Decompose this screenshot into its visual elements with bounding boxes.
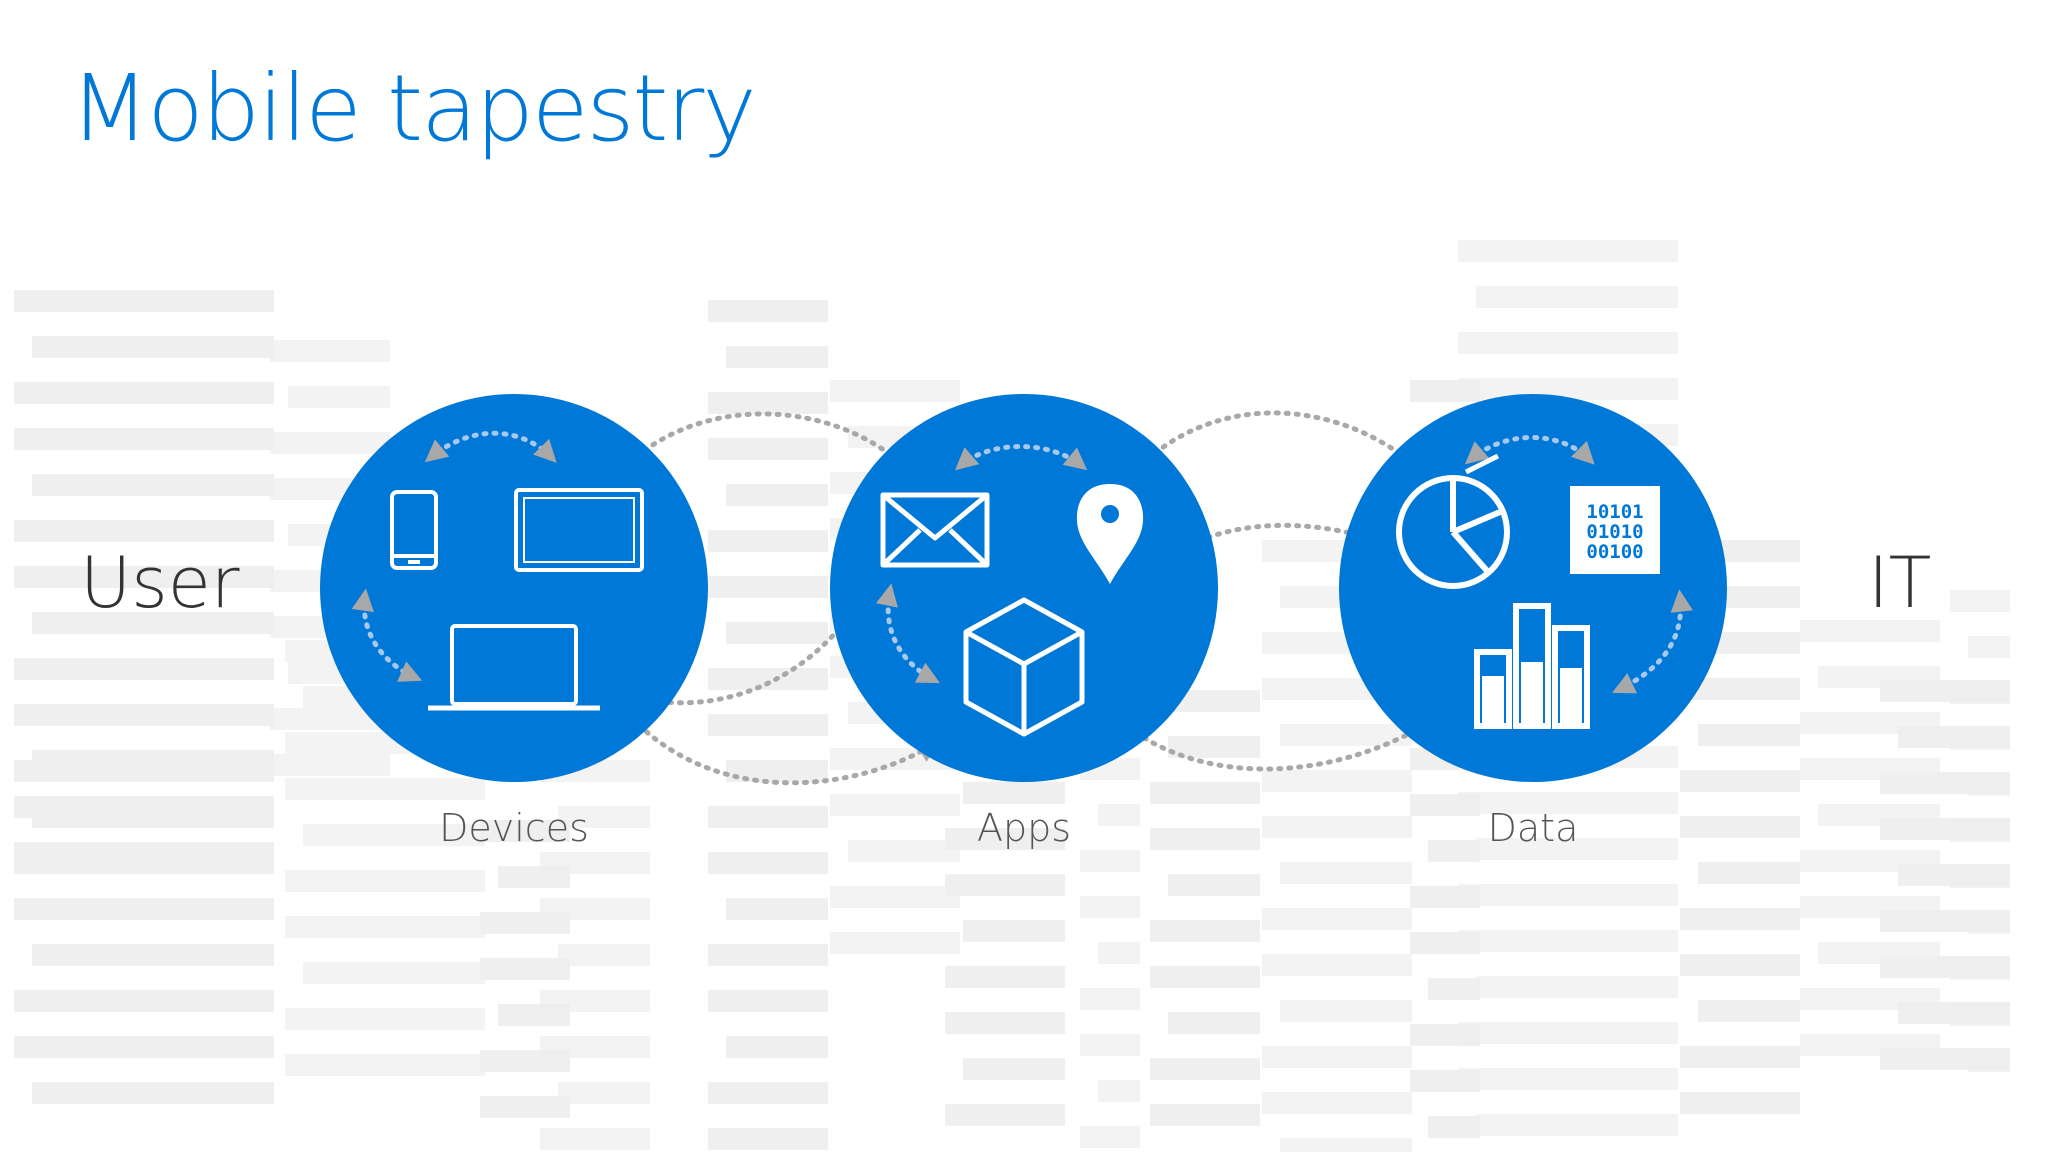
devices-apps-bottom-arrow (632, 718, 934, 783)
binary-data-icon: 10101 01010 00100 (1570, 486, 1660, 574)
user-label: User (80, 548, 240, 618)
devices-apps-upper-arrow (622, 414, 910, 472)
binary-line-2: 01010 (1586, 521, 1643, 543)
apps-label: Apps (874, 806, 1174, 850)
data-label: Data (1383, 806, 1683, 850)
devices-circle (320, 394, 708, 782)
binary-line-3: 00100 (1586, 541, 1643, 563)
slide-title: Mobile tapestry (70, 58, 755, 159)
apps-data-upper-arrow (1140, 413, 1418, 468)
it-label: IT (1868, 548, 1931, 618)
binary-line-1: 10101 (1586, 501, 1643, 523)
devices-label: Devices (364, 806, 664, 850)
